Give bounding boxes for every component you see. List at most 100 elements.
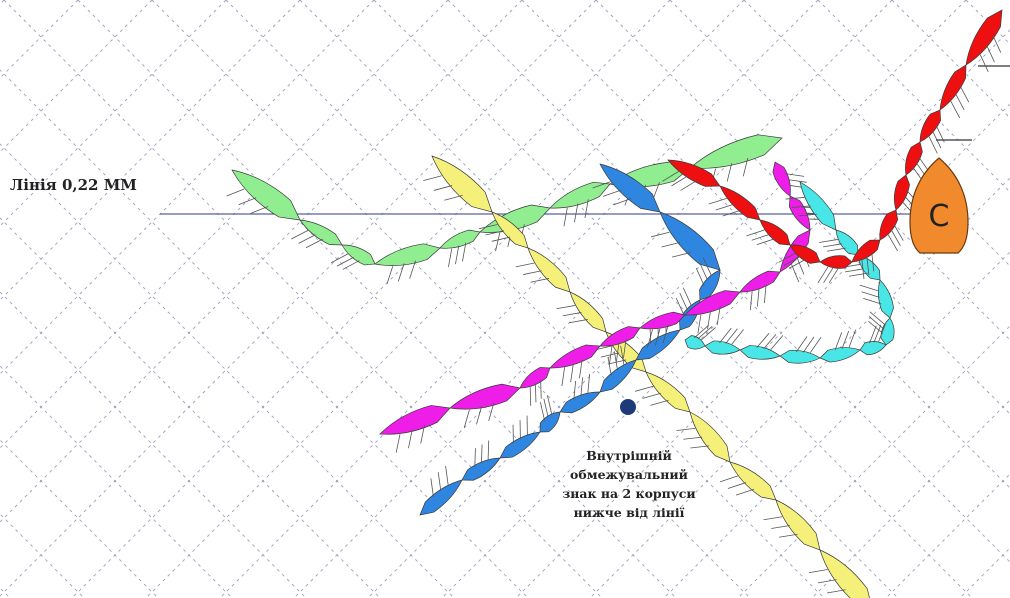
oar [455,245,460,265]
oar [783,256,801,266]
boat-hull [331,244,376,270]
oar [935,125,945,143]
grid-line [743,0,1010,267]
boat-body [759,219,791,246]
boat-hull [549,344,601,387]
grid-line [521,0,1010,489]
boat-body [704,340,741,355]
oar [397,263,405,282]
boat-hull [763,499,821,551]
oar [727,482,747,489]
oar [682,287,692,306]
oar [869,311,885,325]
oar [238,197,257,206]
boat-body [419,479,463,516]
grid-line [817,0,1010,193]
grid-line [3,0,603,598]
oar [808,569,828,574]
oar [770,335,784,351]
oar [569,319,588,324]
oar [526,415,528,435]
grid-line [669,0,1010,341]
oar [515,262,535,268]
boat-body [379,405,451,435]
oar [785,197,805,200]
grid-line [0,0,597,597]
oar [671,175,688,187]
grid-line [0,365,233,598]
oar [861,260,865,280]
oar [848,272,868,277]
oar [654,326,661,346]
oar [444,194,463,201]
oar [529,386,532,406]
oar [928,136,938,154]
boat-hull [708,185,761,221]
oar [539,402,545,421]
grid-line [0,0,153,153]
grid-line [71,0,671,598]
oar [699,262,708,281]
mark-letter: C [929,199,950,234]
oar [423,175,442,182]
oar [725,328,738,344]
boat-hull [461,440,501,481]
oar [226,188,245,197]
boat-hull [859,279,894,319]
blue-track [419,163,721,516]
oar [932,130,942,149]
boat-body [729,461,777,501]
oar [715,203,734,211]
red-track [662,9,1003,284]
oar [746,229,765,237]
oar [763,516,783,521]
oar [647,329,653,348]
boat-hull [778,244,821,269]
oar [887,234,898,252]
oar [731,329,744,345]
oar [613,198,632,206]
boat-hull [817,255,853,284]
oar [763,284,767,304]
boat-body [819,347,861,363]
oar [694,325,709,339]
boat-hull [851,239,881,280]
oar [540,379,542,399]
oar [642,392,661,399]
inner-limit-marker [620,399,636,415]
oar [476,406,483,425]
oar [697,314,702,334]
oar [695,267,705,286]
oar [817,266,829,284]
oar [395,434,401,453]
oar [487,440,490,460]
oar [519,420,521,440]
oar [462,242,467,262]
oar [873,324,882,343]
grid-line [441,29,1010,598]
oar [778,533,798,538]
inner-limit-note: Внутрішній обмежувальний знак на 2 корпу… [548,446,710,522]
boat-hull [719,461,777,501]
oar [546,395,552,414]
oar [893,224,904,241]
boat-hull [739,270,781,311]
oar [986,44,995,63]
oar [523,270,542,275]
boat-hull [808,549,873,598]
oar [756,238,776,245]
boat-body [449,383,521,410]
oar [620,345,625,365]
grid-line [0,439,159,598]
oar [802,336,815,353]
boat-hull [423,155,493,213]
oar [795,336,808,353]
boat-hull [689,134,783,187]
oar [445,465,449,485]
boat-body [739,345,781,360]
oar [771,525,790,529]
oar [697,326,713,340]
boat-body [519,367,551,389]
